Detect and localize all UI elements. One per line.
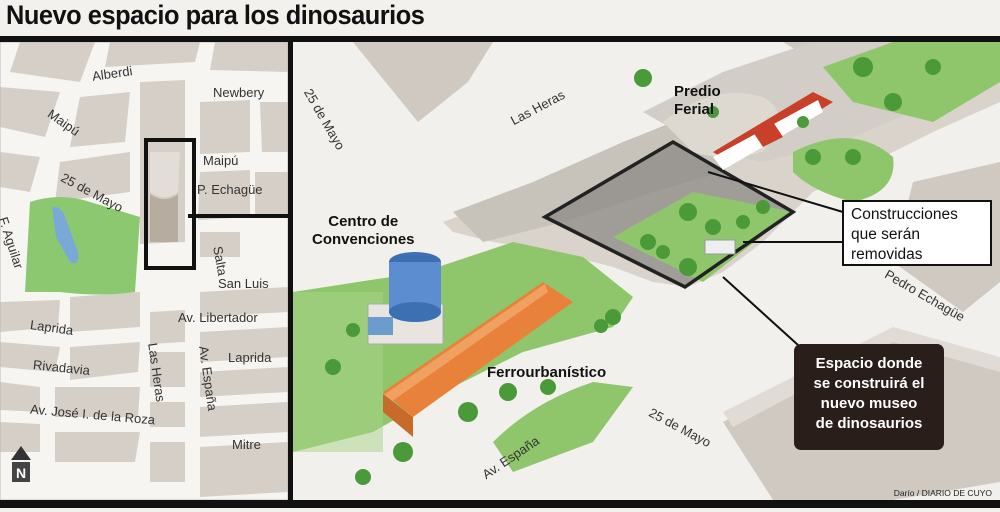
- callout-museum-space: Espacio donde se construirá el nuevo mus…: [794, 344, 944, 450]
- street-mitre: Mitre: [232, 437, 261, 452]
- label-ferrourbanistico: Ferrourbanístico: [487, 364, 607, 381]
- callout-removed-text: Construcciones que serán removidas: [851, 206, 958, 263]
- street-libertador: Av. Libertador: [178, 310, 258, 325]
- north-label: N: [16, 465, 26, 481]
- page-title: Nuevo espacio para los dinosaurios: [6, 0, 425, 30]
- top-rule: [0, 36, 1000, 42]
- callout-museum-text: Espacio donde se construirá el nuevo mus…: [813, 355, 925, 432]
- panel-divider: [288, 42, 293, 500]
- street-echague: P. Echagüe: [197, 182, 263, 197]
- credit-line: Darío / DIARIO DE CUYO: [893, 488, 992, 498]
- street-maipu-right: Maipú: [203, 153, 239, 168]
- bottom-rule: [0, 500, 1000, 508]
- callout-removed-buildings: Construcciones que serán removidas: [842, 200, 992, 266]
- label-predio-ferial: Predio Ferial: [674, 83, 721, 118]
- north-arrow-icon: N: [8, 446, 34, 484]
- label-centro-de-convenciones: Centro de Convenciones: [312, 213, 415, 248]
- locator-map: [0, 42, 288, 500]
- street-newbery: Newbery: [213, 85, 265, 100]
- highlight-frame: [144, 138, 196, 270]
- street-laprida-right: Laprida: [228, 350, 272, 365]
- connector-line: [188, 214, 290, 218]
- street-san-luis: San Luis: [218, 276, 269, 291]
